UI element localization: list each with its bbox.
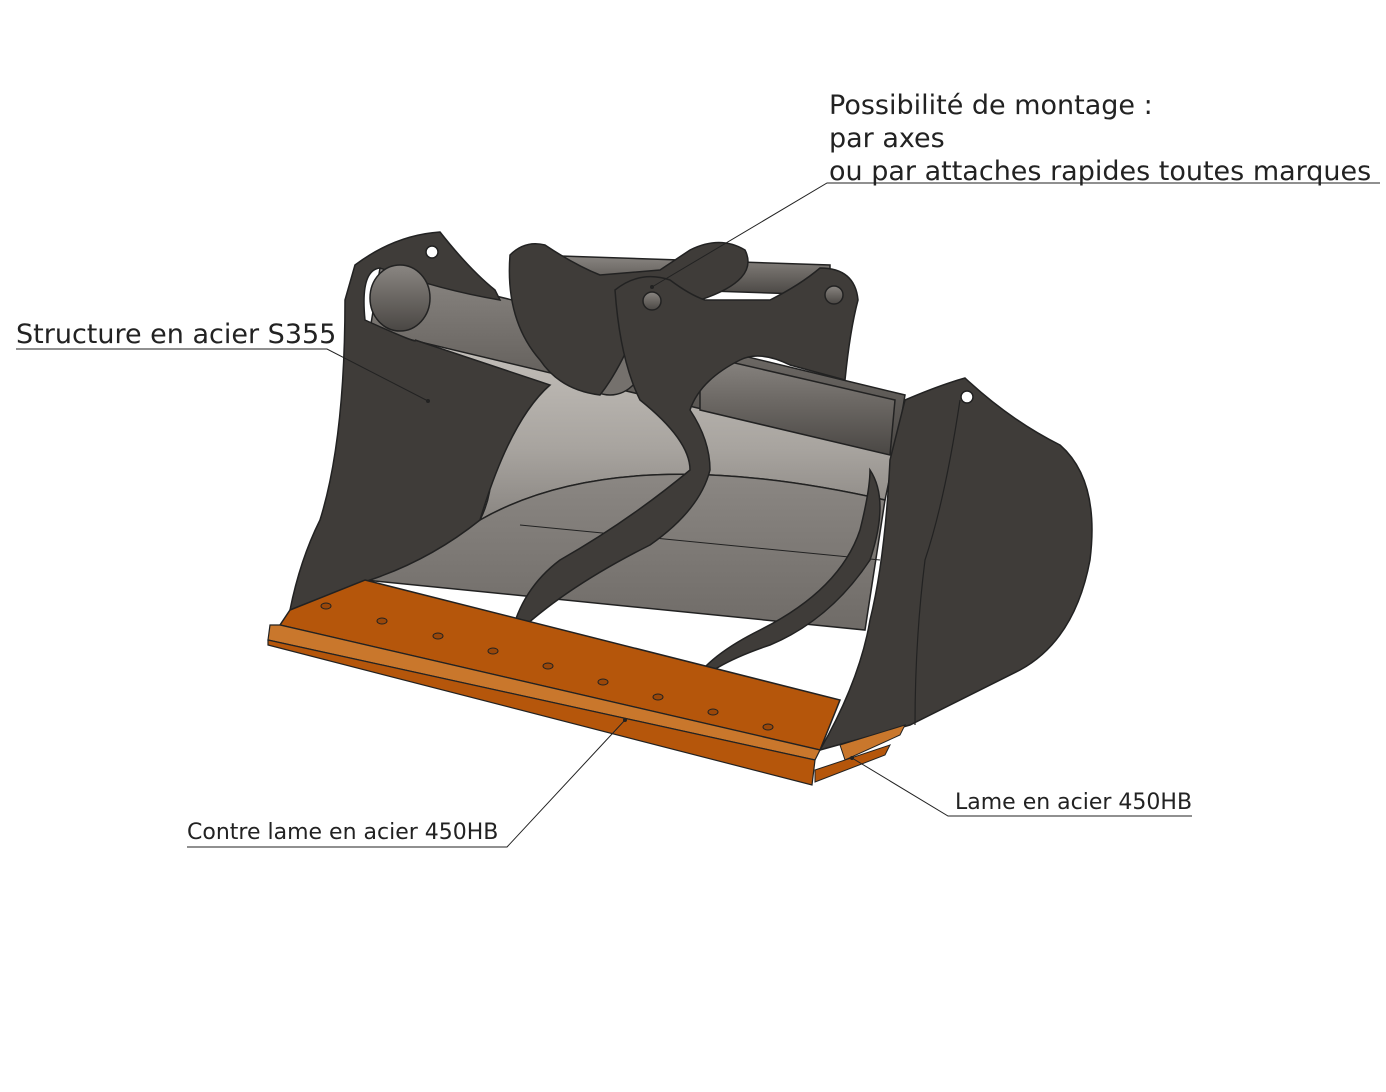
structure-callout: Structure en acier S355	[16, 319, 337, 350]
mounting-line-1: Possibilité de montage :	[829, 90, 1153, 121]
left-side-plate	[288, 231, 552, 612]
contre-lame-leader	[187, 719, 626, 848]
leader-dots	[426, 285, 854, 760]
structure-leader	[16, 348, 429, 402]
blade-bolts	[320, 602, 774, 731]
mounting-line-2: par axes	[829, 123, 945, 154]
mount-leader	[651, 182, 1380, 288]
contre-lame-callout: Contre lame en acier 450HB	[187, 820, 499, 845]
lame-callout: Lame en acier 450HB	[955, 790, 1193, 815]
mounting-line-3: ou par attaches rapides toutes marques	[829, 156, 1372, 187]
mounting-callout: Possibilité de montage : par axes ou par…	[829, 89, 1371, 188]
leader-lines	[16, 182, 1380, 848]
right-side-plate	[818, 377, 1093, 752]
lame-leader	[851, 757, 1192, 817]
mount-plate-front	[508, 267, 859, 643]
